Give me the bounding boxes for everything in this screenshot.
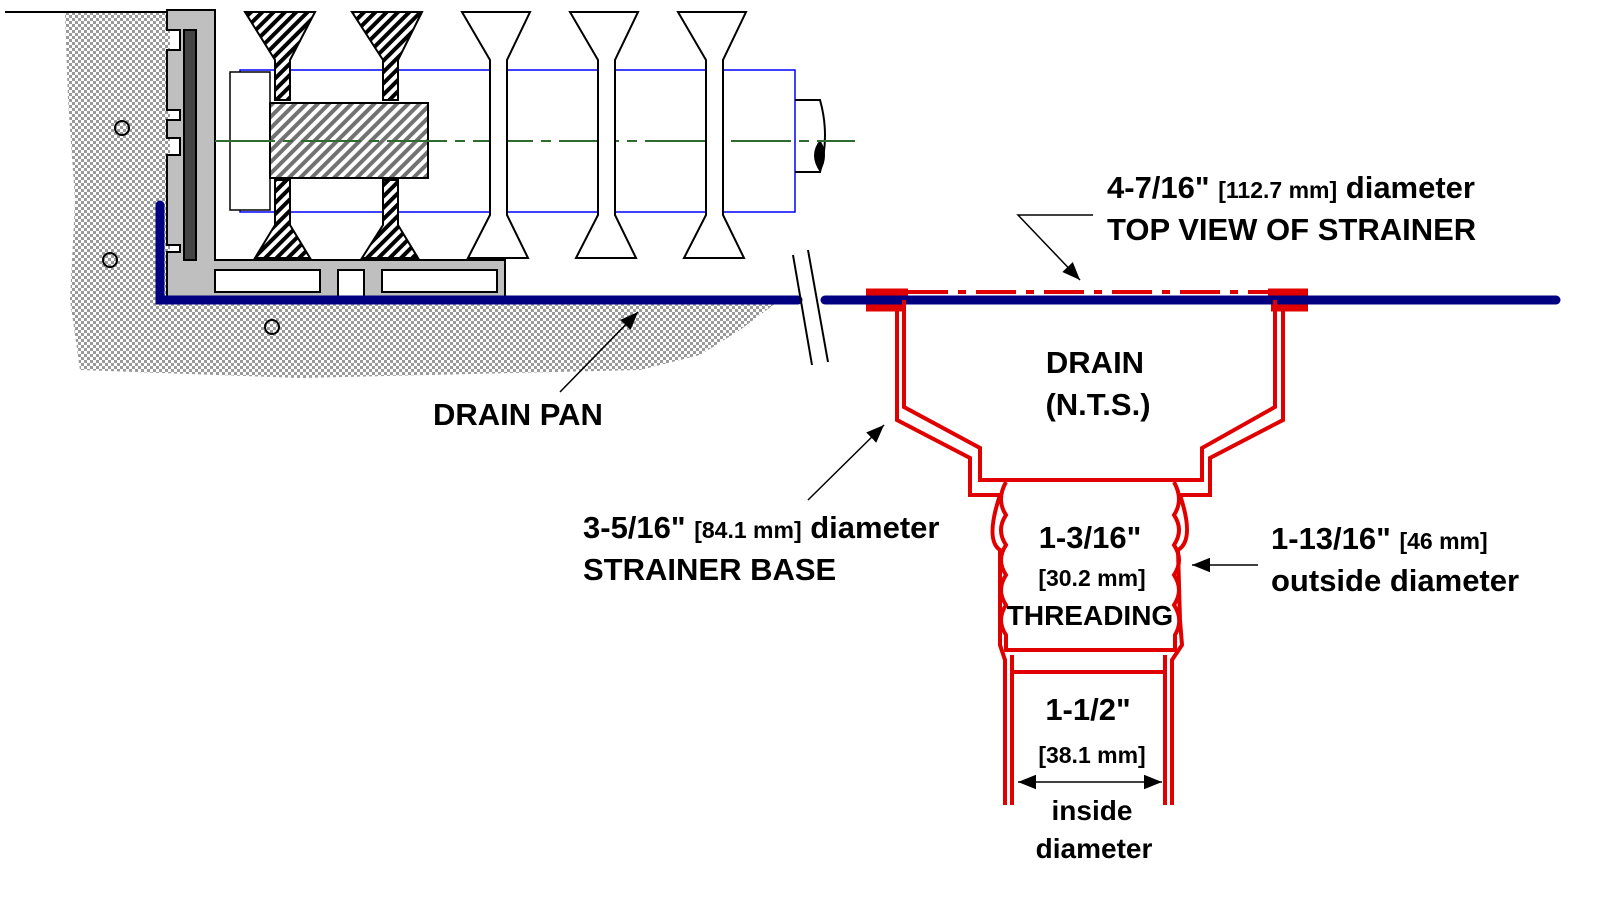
- drain-pan: [155, 200, 1561, 305]
- strainer-base-label-line1: 3-5/16" [84.1 mm] diameter: [583, 510, 939, 545]
- threading-size: 1-3/16": [1039, 520, 1142, 555]
- strainer-base-label-line2: STRAINER BASE: [583, 552, 836, 587]
- drain-label: DRAIN: [1046, 345, 1144, 380]
- drain-pan-label: DRAIN PAN: [433, 397, 603, 432]
- inside-diameter-label: diameter: [1036, 833, 1153, 864]
- inside-size: 1-1/2": [1045, 692, 1130, 727]
- hatched-spacers: [243, 11, 424, 259]
- inside-metric: [38.1 mm]: [1038, 742, 1145, 768]
- threading-label: THREADING: [1007, 600, 1173, 631]
- concrete-substrate: [65, 12, 780, 378]
- drain-body: [866, 288, 1308, 805]
- threading-metric: [30.2 mm]: [1038, 565, 1145, 591]
- outside-diameter-line2: outside diameter: [1271, 563, 1519, 598]
- leader-arrows: [559, 214, 1258, 790]
- break-marks: [792, 249, 829, 366]
- top-view-label-line2: TOP VIEW OF STRAINER: [1107, 212, 1476, 247]
- top-view-label-line1: 4-7/16" [112.7 mm] diameter: [1107, 170, 1475, 205]
- open-spacers: [460, 11, 748, 259]
- nts-label: (N.T.S.): [1045, 387, 1150, 422]
- outside-diameter-line1: 1-13/16" [46 mm]: [1271, 521, 1488, 556]
- inside-label: inside: [1052, 795, 1133, 826]
- mounting-bracket: [166, 9, 506, 298]
